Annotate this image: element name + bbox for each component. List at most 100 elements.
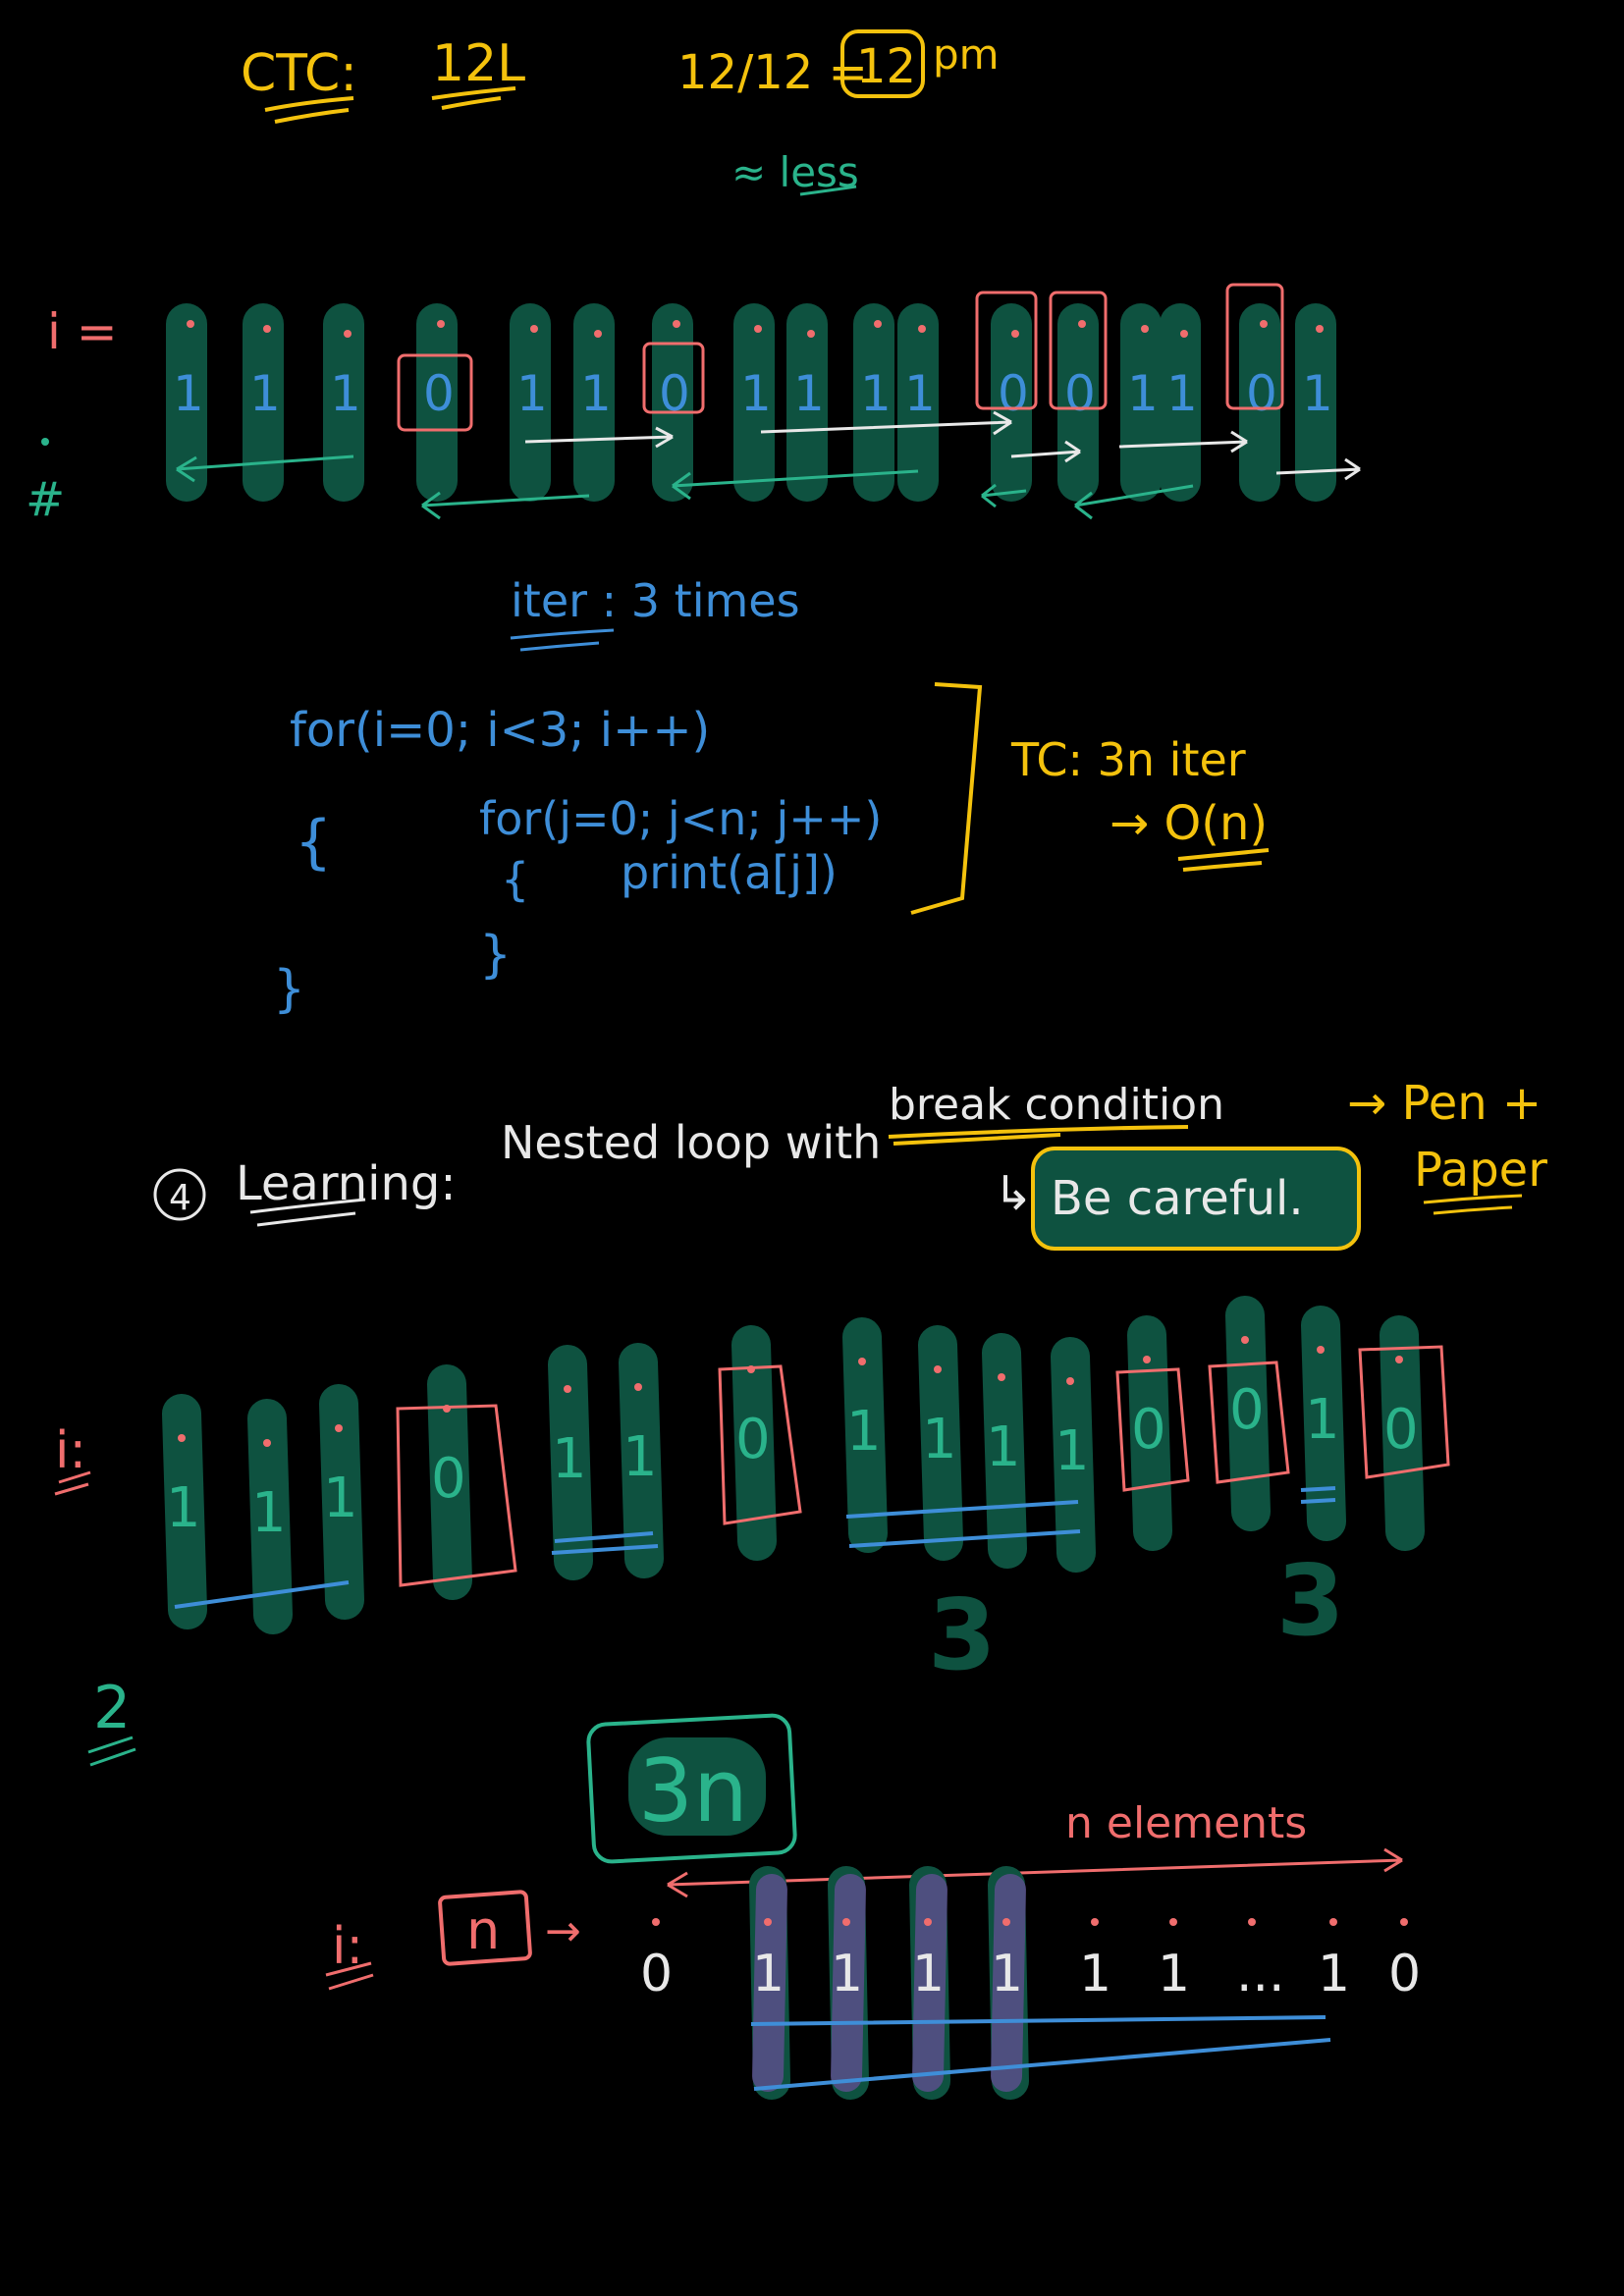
index-dot — [594, 330, 602, 338]
array-digit: 1 — [1305, 1388, 1340, 1452]
array-digit: 1 — [1158, 1945, 1190, 2003]
arrow-left — [981, 483, 1027, 508]
index-dot — [807, 330, 815, 338]
n-box — [438, 1890, 532, 1966]
arrow-left — [421, 491, 590, 520]
index-dot — [1011, 330, 1019, 338]
index-dot — [1091, 1918, 1099, 1926]
zero-box — [397, 353, 473, 432]
be-careful-box — [1031, 1147, 1361, 1251]
date-text: 12/12 = — [677, 45, 868, 100]
ctc-value-underline — [431, 86, 516, 110]
run-underline — [845, 1500, 1081, 1548]
pen-paper-line-1: → Pen + — [1347, 1076, 1542, 1131]
index-dot — [1395, 1356, 1403, 1363]
highlight-stroke — [1127, 1315, 1172, 1551]
be-careful-text: Be careful. — [1051, 1171, 1304, 1226]
tc-result: → O(n) — [1110, 796, 1268, 851]
n-arrow: → — [545, 1906, 581, 1956]
index-dot — [924, 1918, 932, 1926]
array-digit: 1 — [330, 365, 361, 422]
index-dot — [1078, 320, 1086, 328]
side-number-underline — [87, 1735, 136, 1767]
index-dot — [652, 1918, 660, 1926]
ex2-underlines — [174, 1486, 1336, 1609]
arrow-left — [1074, 484, 1194, 520]
array-digit: 1 — [1127, 365, 1159, 422]
code-line-3: for(j=0; j<n; j++) — [479, 792, 882, 845]
array-digit: 1 — [251, 1481, 287, 1545]
array-digit: 1 — [922, 1408, 957, 1471]
highlight-stroke — [548, 1345, 593, 1580]
time-suffix: pm — [933, 30, 1000, 79]
ex1-zero-boxes — [397, 283, 1284, 432]
index-dot — [747, 1365, 755, 1373]
zero-box — [1049, 291, 1108, 410]
learning-section: 4 Learning: Nested loop with break condi… — [153, 1076, 1547, 1251]
index-dot — [764, 1918, 772, 1926]
index-dot — [178, 1434, 186, 1442]
ctc-underline — [264, 96, 354, 124]
index-dot — [934, 1365, 942, 1373]
highlight-stroke — [842, 1317, 888, 1553]
hash-label: # — [26, 472, 65, 527]
arrow-right — [1275, 457, 1361, 481]
index-dot — [918, 325, 926, 333]
index-dot — [1066, 1377, 1074, 1385]
arrow-right — [1118, 430, 1248, 454]
index-dot — [673, 320, 680, 328]
index-dot — [335, 1424, 343, 1432]
index-dot — [874, 320, 882, 328]
array-digit: 1 — [793, 365, 825, 422]
index-dot — [263, 325, 271, 333]
code-line-7: } — [273, 960, 305, 1019]
index-dot — [1400, 1918, 1408, 1926]
index-dot — [344, 330, 352, 338]
tc-underline — [1177, 848, 1270, 872]
zero-box — [718, 1364, 802, 1525]
run-underline — [551, 1531, 659, 1555]
array-digit: 1 — [580, 365, 612, 422]
index-dot — [564, 1385, 571, 1393]
learning-underline — [249, 1198, 366, 1227]
time-boxed: 12 — [856, 39, 916, 94]
time-box — [840, 29, 925, 98]
ctc-label: CTC: — [241, 44, 357, 103]
array-digit: 1 — [1079, 1945, 1111, 2003]
array-digit: 1 — [912, 1945, 945, 2003]
index-dot — [263, 1439, 271, 1447]
highlight-stroke — [319, 1384, 364, 1620]
arrow-right — [760, 410, 1012, 436]
code-line-1: for(i=0; i<3; i++) — [290, 703, 710, 758]
zero-box — [396, 1404, 517, 1587]
learning-text: Nested loop with — [501, 1116, 881, 1169]
array-digit: 0 — [998, 365, 1029, 422]
3n-box — [586, 1713, 797, 1864]
iter-note: iter : 3 times — [511, 574, 800, 627]
3n-highlight — [628, 1737, 766, 1836]
array-digit: 0 — [1131, 1398, 1166, 1462]
array-digit: 1 — [1302, 365, 1333, 422]
highlight-stroke — [427, 1364, 472, 1600]
iter-underline — [510, 628, 615, 652]
array-digit: 0 — [1229, 1378, 1265, 1442]
array-digit: 1 — [991, 1945, 1023, 2003]
array-digit: 1 — [323, 1467, 358, 1530]
array-digit: 1 — [831, 1945, 863, 2003]
j-dot — [41, 438, 49, 446]
index-dot — [1002, 1918, 1010, 1926]
code-line-2: { — [295, 808, 332, 877]
index-dot — [1317, 1346, 1325, 1354]
n-elements-arrow — [667, 1847, 1403, 1898]
highlight-stroke — [247, 1399, 293, 1634]
less-underline — [799, 185, 857, 196]
ex2-highlight-strokes — [162, 1296, 1425, 1634]
index-dot — [437, 320, 445, 328]
zero-box — [1208, 1361, 1290, 1484]
side-number: 2 — [93, 1674, 131, 1742]
index-dot — [1180, 330, 1188, 338]
